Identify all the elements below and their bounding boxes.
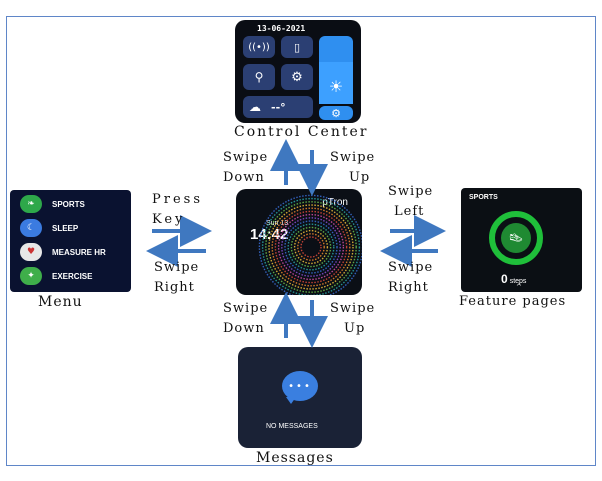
frame-right-line — [595, 16, 596, 466]
flashlight-icon: ⚲ — [254, 70, 264, 84]
home-watch-screen: pTron Sun 13 14:42 — [236, 189, 362, 295]
temperature-readout: --° — [271, 100, 286, 114]
frame-top-line — [6, 16, 596, 17]
messages-screen: ••• NO MESSAGES — [238, 347, 362, 448]
chat-bubble-icon: ••• — [282, 371, 318, 401]
activity-ring — [300, 236, 322, 258]
sun-icon: ☀ — [328, 77, 344, 96]
menu-item-sports: ❧ SPORTS — [20, 194, 85, 214]
heart-rate-icon: ♥ — [20, 243, 42, 261]
activity-ring — [274, 210, 348, 284]
gear-icon: ⚙ — [331, 106, 341, 120]
flashlight-tile: ⚲ — [243, 64, 275, 90]
activity-ring — [290, 226, 332, 268]
control-center-label: Control Center — [234, 124, 369, 140]
film-reel-icon: ⚙ — [291, 69, 303, 85]
exercise-icon: ✦ — [20, 267, 42, 285]
vibrate-icon: ▯ — [293, 40, 301, 54]
activity-ring — [271, 207, 351, 287]
menu-item-label: MEASURE HR — [52, 247, 106, 257]
cloud-icon: ☁ — [249, 100, 261, 114]
menu-label: Menu — [38, 294, 83, 310]
messages-caption: Messages — [256, 450, 334, 466]
sports-icon: ❧ — [20, 195, 42, 213]
swipe-left-right-label: Swipe Left — [388, 184, 434, 219]
frame-bottom-line — [6, 465, 596, 466]
control-center-screen: 13-06-2021 ((•)) ▯ ☀ ⚲ ⚙ ☁ --° ⚙ — [235, 20, 361, 123]
activity-ring — [281, 217, 341, 277]
home-day: Sun 13 — [266, 220, 289, 227]
control-center-date: 13-06-2021 — [257, 24, 306, 33]
swipe-up-top-label: Swipe Up — [330, 150, 376, 185]
brightness-slider-fill — [319, 62, 353, 104]
menu-item-measure-hr: ♥ MEASURE HR — [20, 242, 106, 262]
menu-item-label: SLEEP — [52, 223, 79, 233]
steps-unit: steps — [509, 278, 527, 285]
feature-pages-label: Feature pages — [459, 294, 567, 309]
menu-item-label: SPORTS — [52, 199, 85, 209]
weather-tile: ☁ --° — [243, 96, 313, 118]
swipe-down-top-label: Swipe Down — [223, 150, 269, 185]
feature-title: SPORTS — [469, 194, 498, 201]
swipe-right-right-label: Swipe Right — [388, 260, 434, 295]
shoe-icon: 👟︎ — [508, 231, 524, 245]
home-time: 14:42 — [250, 226, 289, 243]
home-brand: pTron — [322, 197, 348, 208]
messages-label: Messages — [256, 450, 334, 466]
steps-value: 0 — [501, 272, 508, 286]
menu-screen: ❧ SPORTS ☾ SLEEP ♥ MEASURE HR ✦ EXERCISE — [10, 190, 131, 292]
activity-ring — [261, 197, 361, 295]
menu-item-exercise: ✦ EXERCISE — [20, 266, 92, 286]
signal-icon: ((•)) — [248, 41, 270, 53]
activity-ring — [277, 213, 345, 281]
messages-text: NO MESSAGES — [266, 423, 318, 430]
settings-tile: ⚙ — [319, 106, 353, 120]
press-key-label: Press Key — [152, 192, 203, 227]
chat-bubble-tail — [286, 397, 296, 404]
activity-rings-graphic — [258, 194, 362, 295]
swipe-right-left-label: Swipe Right — [154, 260, 200, 295]
activity-ring — [287, 223, 335, 271]
sports-ring-inner: 👟︎ — [501, 223, 531, 253]
chevron-up-icon: ^ — [516, 283, 522, 291]
feature-pages-caption: Feature pages — [459, 294, 566, 309]
swipe-down-bottom-label: Swipe Down — [223, 301, 269, 336]
frame-left-line — [6, 16, 7, 466]
control-center-caption: Control Center — [234, 124, 368, 140]
menu-item-sleep: ☾ SLEEP — [20, 218, 78, 238]
menu-caption: Menu — [38, 294, 83, 310]
activity-ring — [284, 220, 338, 274]
activity-ring — [293, 229, 329, 265]
swipe-up-bottom-label: Swipe Up — [330, 301, 376, 336]
brightness-slider-tile: ☀ — [319, 36, 353, 104]
activity-ring — [297, 233, 325, 261]
vibration-tile: ▯ — [281, 36, 313, 58]
connectivity-tile: ((•)) — [243, 36, 275, 58]
activity-ring — [268, 204, 354, 290]
activity-ring — [265, 201, 357, 293]
menu-item-label: EXERCISE — [52, 271, 93, 281]
camera-tile: ⚙ — [281, 64, 313, 90]
sports-ring: 👟︎ — [489, 211, 543, 265]
sleep-icon: ☾ — [20, 219, 42, 237]
